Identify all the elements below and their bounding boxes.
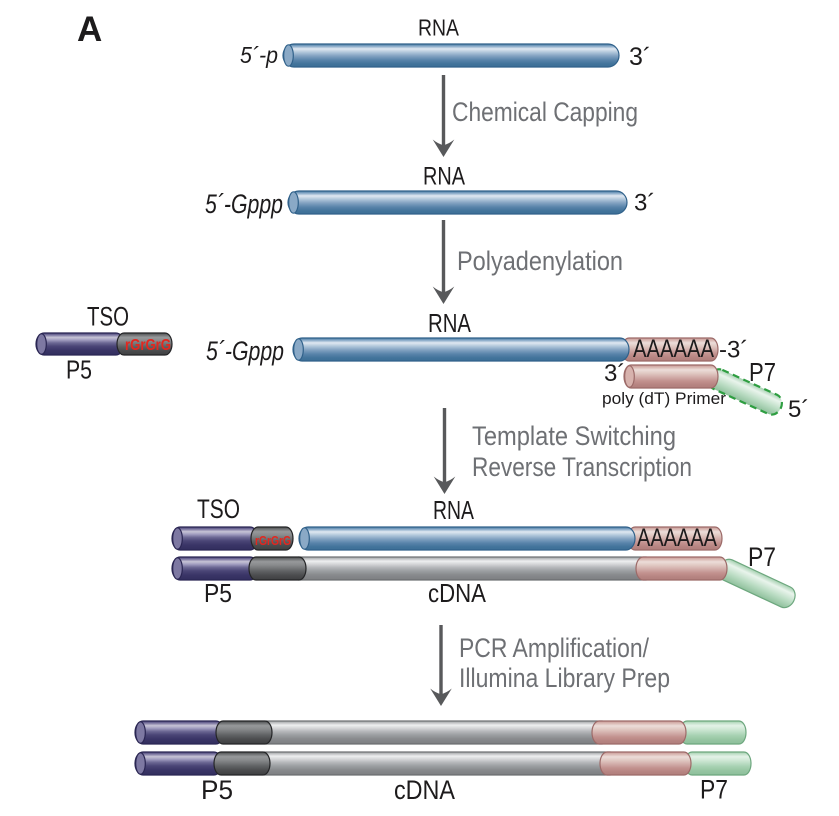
svg-text:5´-Gppp: 5´-Gppp: [205, 189, 283, 219]
svg-text:P7: P7: [749, 357, 776, 387]
svg-text:RNA: RNA: [428, 308, 472, 338]
svg-text:RNA: RNA: [423, 163, 465, 191]
svg-text:P5: P5: [66, 355, 92, 385]
svg-text:5´-Gppp: 5´-Gppp: [206, 336, 284, 366]
svg-text:Illumina Library Prep: Illumina Library Prep: [459, 663, 670, 693]
svg-text:RNA: RNA: [433, 495, 474, 525]
svg-text:TSO: TSO: [197, 494, 240, 524]
svg-text:cDNA: cDNA: [394, 775, 455, 805]
svg-text:3´: 3´: [634, 190, 655, 217]
svg-text:5´: 5´: [788, 396, 809, 423]
svg-text:rGrGrG: rGrGrG: [125, 337, 171, 354]
svg-text:P7: P7: [748, 542, 776, 572]
svg-text:poly (dT) Primer: poly (dT) Primer: [602, 390, 727, 408]
svg-text:TSO: TSO: [87, 302, 129, 332]
svg-text:Polyadenylation: Polyadenylation: [457, 246, 623, 276]
svg-text:Reverse Transcription: Reverse Transcription: [472, 452, 692, 482]
svg-text:rGrGrG: rGrGrG: [255, 533, 291, 548]
svg-text:5´-p: 5´-p: [240, 42, 278, 68]
svg-text:Chemical Capping: Chemical Capping: [452, 97, 638, 127]
svg-text:PCR Amplification/: PCR Amplification/: [459, 633, 649, 663]
svg-text:P7: P7: [700, 775, 728, 805]
svg-text:AAAAAA: AAAAAA: [633, 335, 714, 363]
svg-text:cDNA: cDNA: [428, 578, 487, 608]
svg-text:AAAAAA: AAAAAA: [637, 524, 717, 552]
svg-text:RNA: RNA: [418, 15, 460, 41]
svg-text:3´: 3´: [629, 43, 651, 71]
svg-text:3´: 3´: [604, 360, 625, 387]
svg-text:A: A: [77, 10, 102, 49]
svg-text:P5: P5: [201, 775, 233, 805]
svg-text:Template Switching: Template Switching: [472, 421, 676, 451]
svg-text:P5: P5: [204, 578, 232, 608]
svg-text:-3´: -3´: [719, 337, 748, 364]
